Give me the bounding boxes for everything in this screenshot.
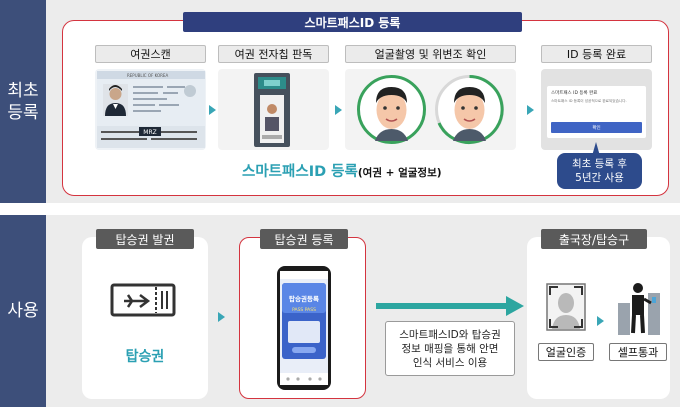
ticket-issue-card [82,237,208,399]
face-auth-label: 얼굴인증 [538,343,594,361]
chip-reader-device [254,73,290,147]
step-label-passport-scan: 여권스캔 [95,45,206,63]
passport-image: REPUBLIC OF KOREA MRZ [97,71,205,148]
dialog-confirm-button[interactable]: 확인 [551,122,642,133]
step-label-chip-read: 여권 전자칩 판독 [218,45,329,63]
result-main-text: 스마트패스ID 등록 [242,164,358,180]
mapping-line2: 정보 매핑을 통해 안면 [401,342,499,355]
face-capture-icon-1 [357,75,426,144]
self-pass-icon [618,283,660,335]
flow-arrow-1 [209,105,216,115]
step-label-id-complete: ID 등록 완료 [541,45,652,63]
ticket-issue-label: 탑승권 발권 [96,229,194,249]
phone-ticket-register: 탑승권등록 PASS PASS [277,266,331,390]
self-pass-label: 셀프통과 [609,343,667,361]
step-label-face-check: 얼굴촬영 및 위변조 확인 [345,45,516,63]
passport-header-text: REPUBLIC OF KOREA [127,73,168,78]
flow-arrow-5 [597,316,604,326]
boarding-pass-icon [110,283,176,317]
passport-mrz-label: MRZ [143,129,156,136]
face-auth-icon [546,283,586,331]
phone-sub: PASS PASS [292,307,316,313]
usage-period-bubble: 최초 등록 후 5년간 사용 [557,153,642,189]
dialog-body: 스마트패스 ID 등록이 성공적으로 완료되었습니다. [551,99,627,103]
result-sub-text: (여권 + 얼굴정보) [357,167,442,179]
dialog-title: 스마트패스 ID 등록 완료 [551,91,598,96]
face-capture-icon-2 [435,75,504,144]
mapping-line1: 스마트패스ID와 탑승권 [399,328,501,341]
registration-header: 스마트패스ID 등록 [183,12,522,32]
flow-arrow-2 [335,105,342,115]
ticket-register-label: 탑승권 등록 [260,229,348,249]
completion-dialog: 스마트패스 ID 등록 완료 스마트패스 ID 등록이 성공적으로 완료되었습니… [547,86,646,138]
sidebar-label-line2: 등록 [7,102,39,123]
bubble-line1: 최초 등록 후 [572,158,627,170]
usage-sidebar: 사용 [0,215,46,407]
bubble-pointer [592,142,600,156]
registration-result: 스마트패스ID 등록(여권 + 얼굴정보) [242,160,442,181]
sidebar-label-line1: 최초 [7,80,39,101]
departure-gate-label: 출국장/탑승구 [541,229,647,249]
phone-title: 탑승권등록 [289,294,319,303]
flow-arrow-3 [527,105,534,115]
mapping-caption: 스마트패스ID와 탑승권 정보 매핑을 통해 안면 인식 서비스 이용 [385,321,515,376]
flow-arrow-4 [218,312,225,322]
mapping-arrow [376,296,524,316]
mapping-line3: 인식 서비스 이용 [412,356,488,369]
usage-sidebar-label: 사용 [7,301,39,321]
initial-registration-sidebar: 최초 등록 [0,0,46,203]
ticket-caption: 탑승권 [125,349,165,365]
bubble-line2: 5년간 사용 [575,172,624,184]
